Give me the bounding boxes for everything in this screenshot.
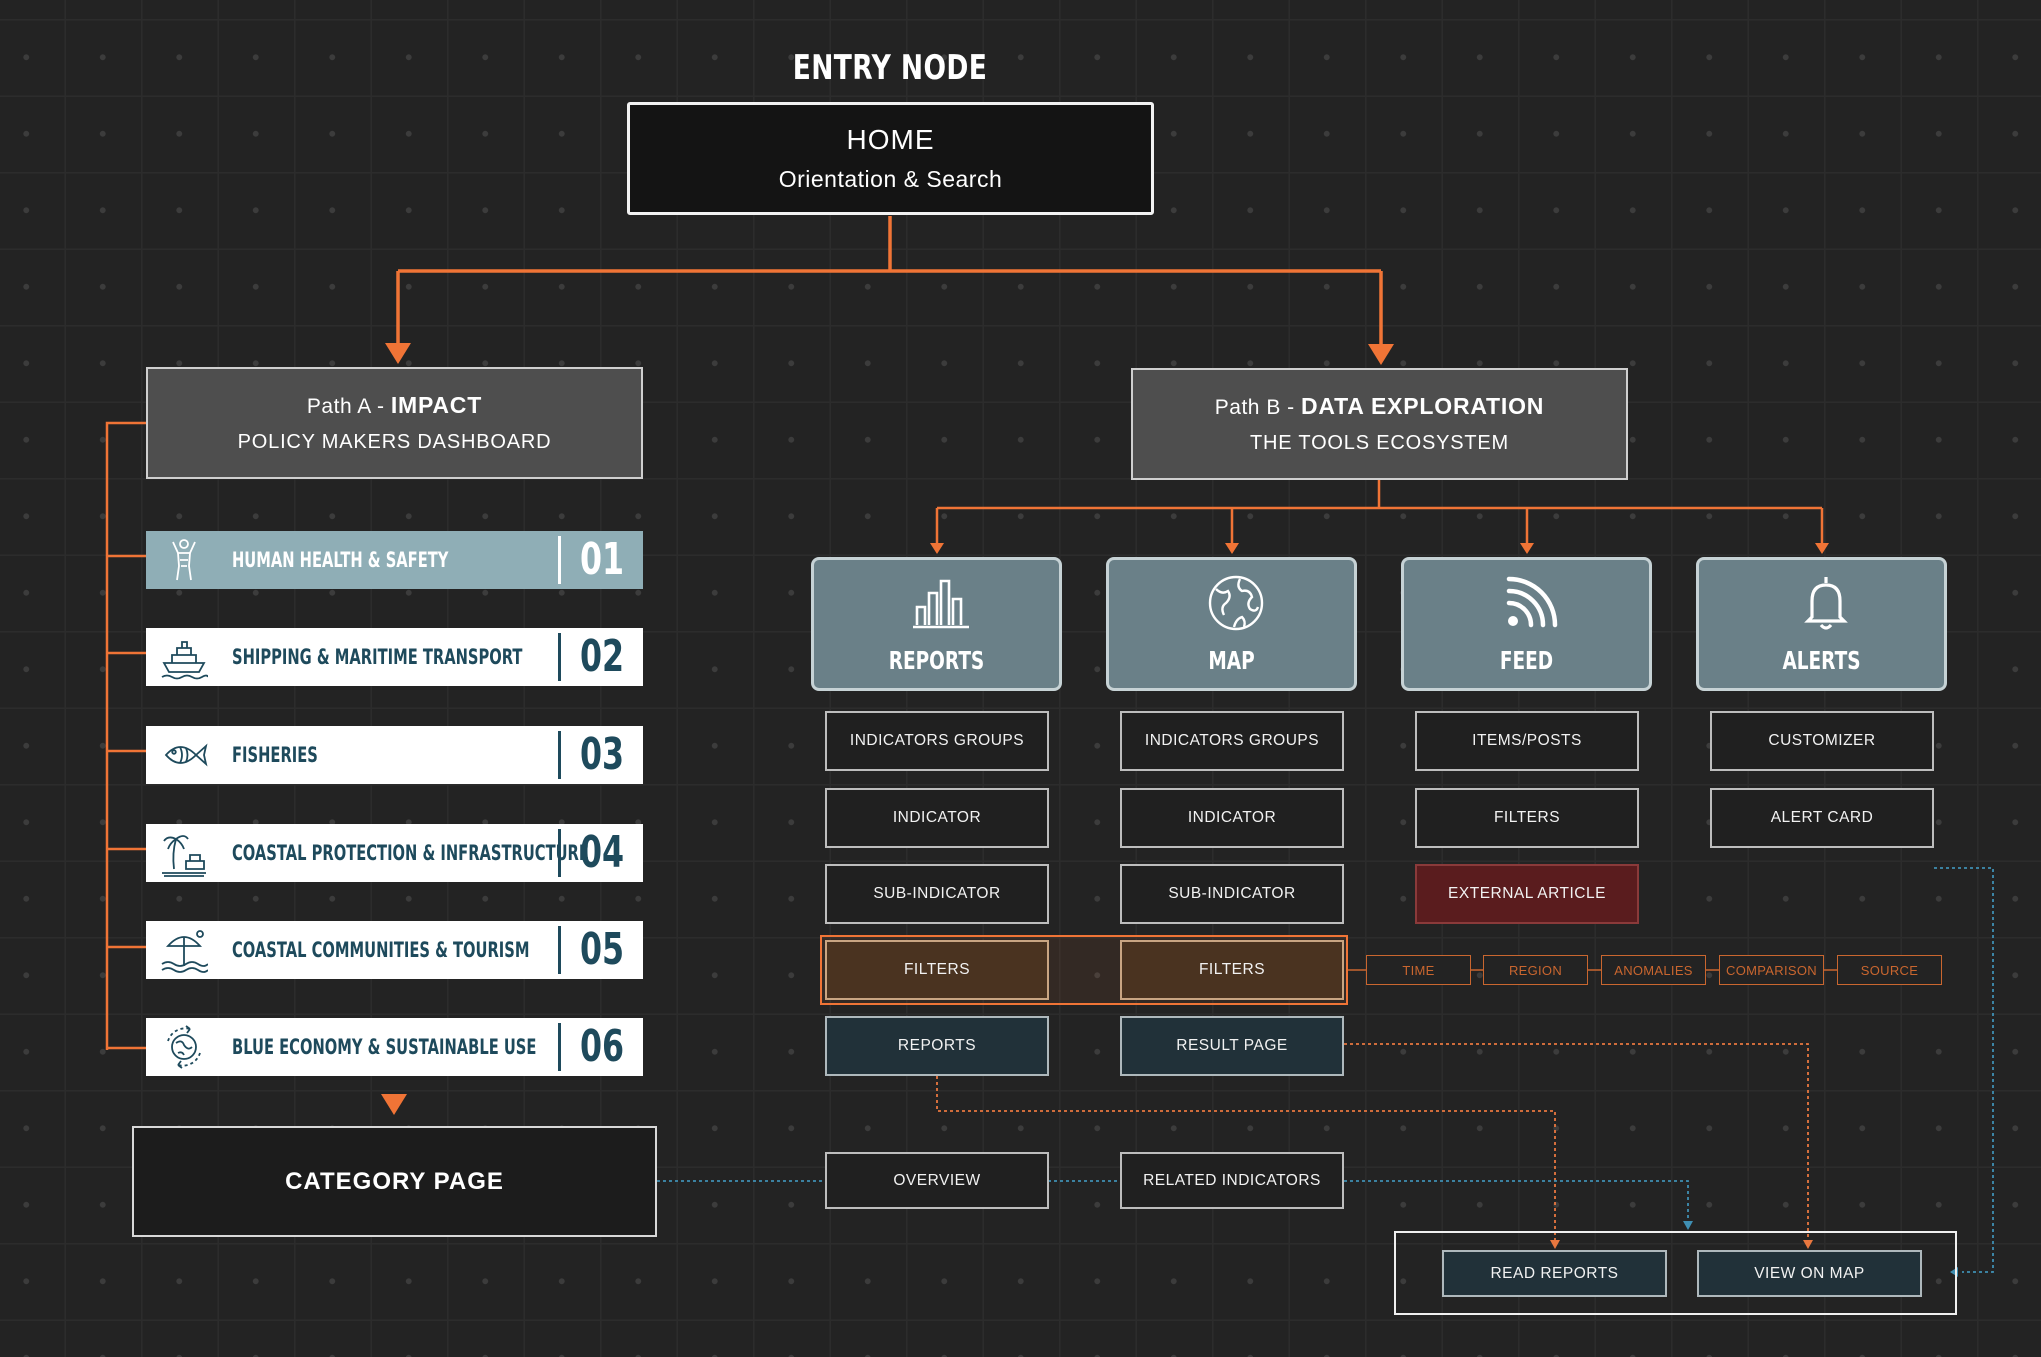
path-b-subtitle: THE TOOLS ECOSYSTEM <box>1250 432 1509 454</box>
tool-label: MAP <box>1208 646 1255 675</box>
category-fisheries[interactable]: FISHERIES 03 <box>146 726 643 784</box>
reports-output[interactable]: REPORTS <box>825 1016 1049 1076</box>
bar-chart-icon <box>913 579 969 629</box>
map-indicator[interactable]: INDICATOR <box>1120 788 1344 848</box>
category-label: SHIPPING & MARITIME TRANSPORT <box>232 645 523 669</box>
filter-type-time[interactable]: TIME <box>1366 955 1471 985</box>
path-a-subtitle: POLICY MAKERS DASHBOARD <box>237 431 552 453</box>
category-human-health[interactable]: HUMAN HEALTH & SAFETY 01 <box>146 531 643 589</box>
category-label: BLUE ECONOMY & SUSTAINABLE USE <box>232 1035 537 1059</box>
related-indicators-node[interactable]: RELATED INDICATORS <box>1120 1152 1344 1209</box>
tool-alerts[interactable]: ALERTS <box>1696 557 1947 691</box>
home-to-paths-connector <box>396 216 1383 360</box>
beach-umbrella-icon <box>161 930 208 973</box>
path-a-name: IMPACT <box>390 392 483 418</box>
path-a-category-bracket <box>105 421 146 1050</box>
arrow-to-path-a <box>385 343 411 364</box>
path-b-prefix: Path B - <box>1214 396 1301 419</box>
category-page-node[interactable]: CATEGORY PAGE <box>132 1126 657 1237</box>
category-label: HUMAN HEALTH & SAFETY <box>232 548 449 572</box>
category-label: FISHERIES <box>232 743 318 767</box>
category-shipping[interactable]: SHIPPING & MARITIME TRANSPORT 02 <box>146 628 643 686</box>
reports-indicator[interactable]: INDICATOR <box>825 788 1049 848</box>
category-number: 03 <box>579 729 625 780</box>
tool-label: REPORTS <box>888 646 985 675</box>
category-blue-economy[interactable]: BLUE ECONOMY & SUSTAINABLE USE 06 <box>146 1018 643 1076</box>
tool-label: ALERTS <box>1782 646 1861 675</box>
category-number: 01 <box>579 534 625 585</box>
dotted-orange-connectors <box>936 1043 1809 1243</box>
read-reports-button[interactable]: READ REPORTS <box>1442 1250 1667 1297</box>
path-b-node[interactable]: Path B - DATA EXPLORATION THE TOOLS ECOS… <box>1131 368 1628 480</box>
person-icon <box>172 539 196 581</box>
map-filters[interactable]: FILTERS <box>1120 940 1344 1000</box>
feed-items-posts[interactable]: ITEMS/POSTS <box>1415 711 1639 771</box>
path-b-heading: Path B - DATA EXPLORATION <box>1215 393 1544 420</box>
tool-reports[interactable]: REPORTS <box>811 557 1062 691</box>
globe-cycle-icon <box>167 1025 201 1069</box>
category-divider <box>558 731 561 779</box>
path-a-prefix: Path A - <box>306 395 391 418</box>
category-divider <box>558 926 561 974</box>
view-on-map-button[interactable]: VIEW ON MAP <box>1697 1250 1922 1297</box>
reports-filters[interactable]: FILTERS <box>825 940 1049 1000</box>
category-number: 02 <box>579 631 625 682</box>
destinations-container <box>1394 1231 1957 1315</box>
home-title: HOME <box>846 124 935 155</box>
filter-type-anomalies[interactable]: ANOMALIES <box>1601 955 1706 985</box>
filter-type-region[interactable]: REGION <box>1483 955 1588 985</box>
map-indicators-groups[interactable]: INDICATORS GROUPS <box>1120 711 1344 771</box>
tool-arrow-heads <box>930 543 1829 554</box>
dotted-blue-connectors <box>657 867 1994 1273</box>
rss-icon <box>1506 576 1558 628</box>
path-a-heading: Path A - IMPACT <box>307 392 482 419</box>
category-coastal-protection[interactable]: COASTAL PROTECTION & INFRASTRUCTURE 04 <box>146 824 643 882</box>
tool-map[interactable]: MAP <box>1106 557 1357 691</box>
arrow-to-category-page <box>381 1094 407 1115</box>
category-coastal-communities[interactable]: COASTAL COMMUNITIES & TOURISM 05 <box>146 921 643 979</box>
feed-external-article[interactable]: EXTERNAL ARTICLE <box>1415 864 1639 924</box>
category-number: 04 <box>579 827 625 878</box>
alerts-alert-card[interactable]: ALERT CARD <box>1710 788 1934 848</box>
category-number: 05 <box>579 924 625 975</box>
category-label: COASTAL COMMUNITIES & TOURISM <box>232 938 530 962</box>
globe-icon <box>1208 575 1264 631</box>
feed-filters[interactable]: FILTERS <box>1415 788 1639 848</box>
tool-feed[interactable]: FEED <box>1401 557 1652 691</box>
category-divider <box>558 829 561 877</box>
map-result-page[interactable]: RESULT PAGE <box>1120 1016 1344 1076</box>
home-node[interactable]: HOME Orientation & Search <box>627 102 1154 215</box>
path-a-node[interactable]: Path A - IMPACT POLICY MAKERS DASHBOARD <box>146 367 643 479</box>
arrow-to-path-b <box>1368 344 1394 365</box>
alerts-customizer[interactable]: CUSTOMIZER <box>1710 711 1934 771</box>
overview-node[interactable]: OVERVIEW <box>825 1152 1049 1209</box>
fish-icon <box>164 743 208 767</box>
filter-type-comparison[interactable]: COMPARISON <box>1719 955 1824 985</box>
palm-coast-icon <box>162 835 206 877</box>
category-number: 06 <box>579 1021 625 1072</box>
category-divider <box>558 1023 561 1071</box>
category-divider <box>558 536 561 584</box>
reports-sub-indicator[interactable]: SUB-INDICATOR <box>825 864 1049 924</box>
path-b-tools-connector <box>935 480 1824 548</box>
bell-icon <box>1804 577 1848 630</box>
ship-icon <box>161 641 208 680</box>
reports-indicators-groups[interactable]: INDICATORS GROUPS <box>825 711 1049 771</box>
entry-node-title: ENTRY NODE <box>792 48 988 88</box>
category-divider <box>558 633 561 681</box>
map-sub-indicator[interactable]: SUB-INDICATOR <box>1120 864 1344 924</box>
filter-type-source[interactable]: SOURCE <box>1837 955 1942 985</box>
tool-label: FEED <box>1499 646 1554 675</box>
path-b-name: DATA EXPLORATION <box>1300 393 1545 419</box>
dotted-orange-arrowheads <box>1550 1240 1813 1249</box>
category-label: COASTAL PROTECTION & INFRASTRUCTURE <box>232 841 589 865</box>
home-subtitle: Orientation & Search <box>778 166 1003 192</box>
